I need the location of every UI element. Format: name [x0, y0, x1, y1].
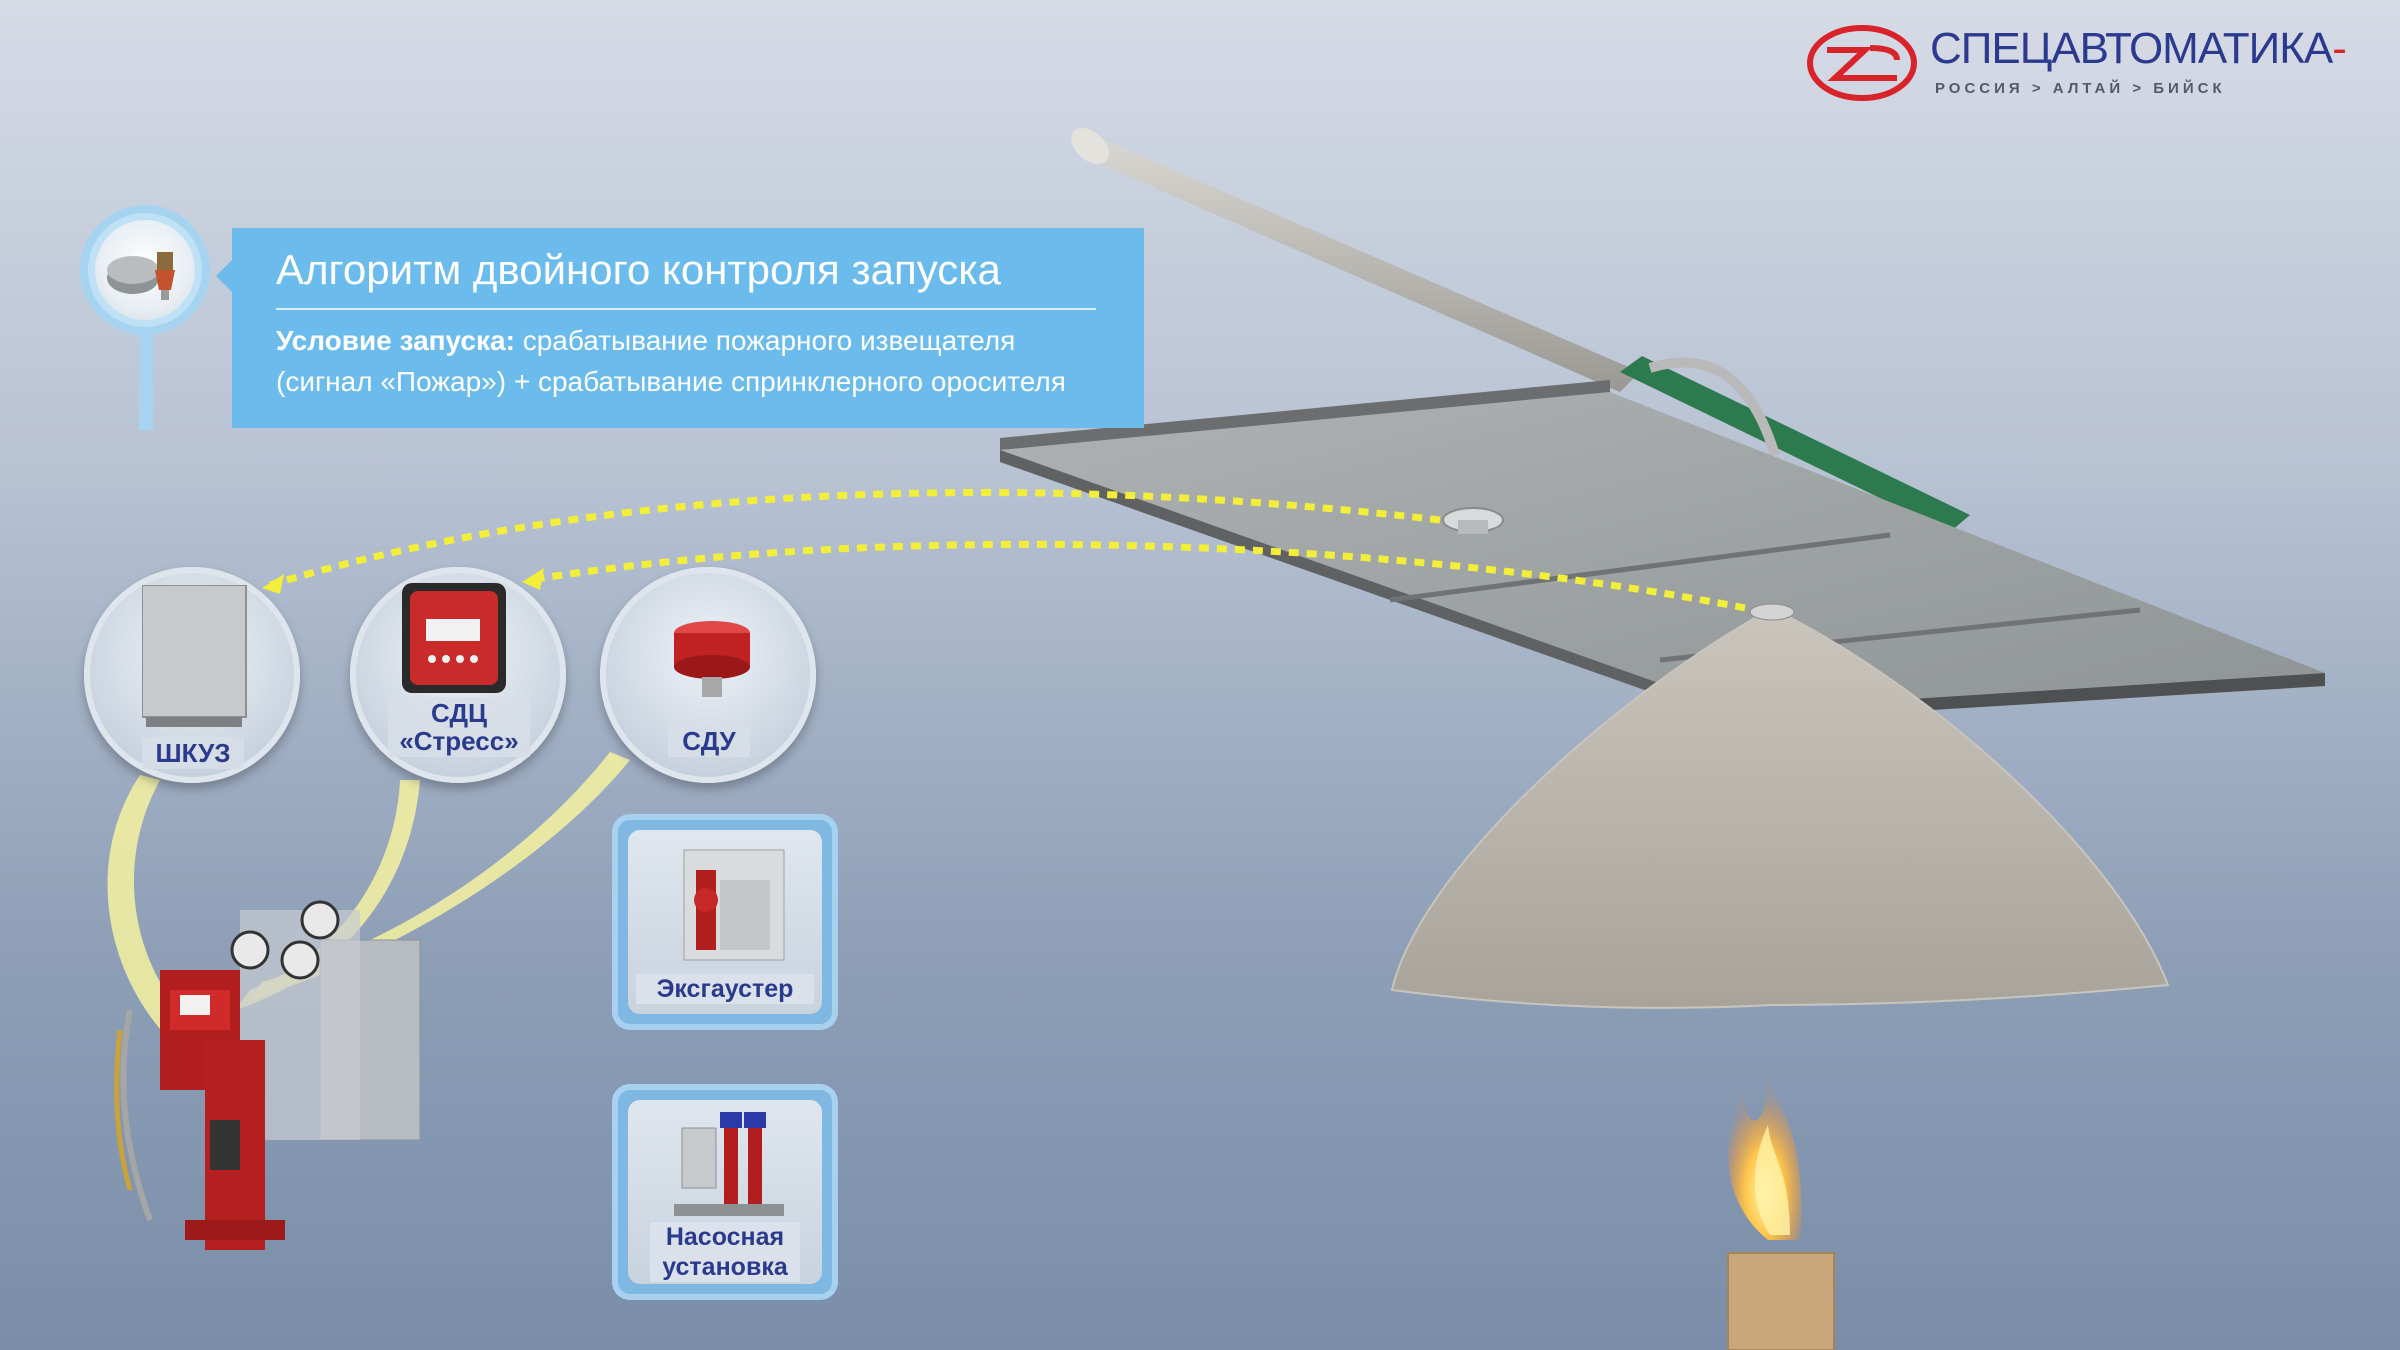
signal-arrowhead: [522, 568, 544, 590]
tile-exhauster[interactable]: Эксгаустер: [612, 814, 838, 1030]
device-sdc-stress[interactable]: СДЦ «Стресс»: [350, 567, 566, 783]
callout-arrow: [216, 258, 234, 294]
detector-sprinkler-icon: [95, 220, 195, 320]
logo-title: СПЕЦАВТОМАТИКА-: [1930, 24, 2347, 73]
device-sdu[interactable]: СДУ: [600, 567, 816, 783]
algorithm-callout: Алгоритм двойного контроля запуска Услов…: [232, 228, 1144, 428]
pressure-signal-device-icon: [402, 583, 506, 693]
supply-pipe: [1071, 127, 1970, 532]
tile-label: Насосная установка: [650, 1222, 800, 1282]
logo-mark-icon: [1807, 25, 1917, 101]
device-label: ШКУЗ: [142, 737, 244, 769]
pump-station-icon: [674, 1112, 784, 1216]
callout-pin-stem: [139, 330, 153, 430]
sprinkler-spray-cone: [1390, 603, 2170, 1009]
condition-text: срабатывание пожарного извещателя (сигна…: [276, 325, 1066, 397]
tile-pump-station[interactable]: Насосная установка: [612, 1084, 838, 1300]
condition-label: Условие запуска:: [276, 325, 515, 356]
sprinkler-signal-path: [529, 540, 1746, 612]
level-signal-device-icon: [674, 621, 750, 697]
fire-source: [1727, 1080, 1835, 1350]
signal-arrowhead: [262, 574, 284, 594]
callout-title: Алгоритм двойного контроля запуска: [276, 246, 1001, 293]
exhauster-icon: [683, 849, 785, 961]
fire-detector-icon: [1442, 507, 1504, 534]
control-cabinet-icon: [142, 585, 247, 727]
control-valve-unit-icon: [114, 900, 421, 1250]
tile-inner: Эксгаустер: [628, 830, 822, 1014]
company-logo: СПЕЦАВТОМАТИКА- РОССИЯ > АЛТАЙ > БИЙСК: [1805, 18, 2347, 108]
device-label: СДЦ «Стресс»: [388, 697, 530, 757]
device-shkuz[interactable]: ШКУЗ: [84, 567, 300, 783]
tile-inner: Насосная установка: [628, 1100, 822, 1284]
callout-body: Условие запуска: срабатывание пожарного …: [276, 320, 1116, 402]
tile-label: Эксгаустер: [636, 974, 814, 1004]
device-label: СДУ: [668, 725, 750, 757]
callout-divider: [276, 308, 1096, 310]
logo-subtitle: РОССИЯ > АЛТАЙ > БИЙСК: [1935, 80, 2226, 97]
ceiling-slab: [1000, 380, 2325, 722]
